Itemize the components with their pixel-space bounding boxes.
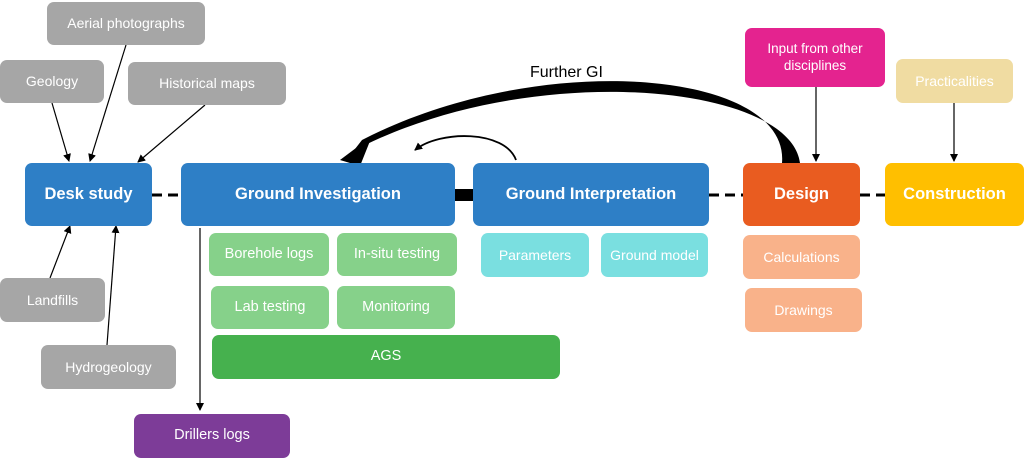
node-landfills: Landfills xyxy=(0,278,105,322)
node-drawings: Drawings xyxy=(745,288,862,332)
node-drillers-logs: Drillers logs xyxy=(134,414,290,458)
node-ground-interpretation: Ground Interpretation xyxy=(473,163,709,226)
node-aerial-photographs: Aerial photographs xyxy=(47,2,205,45)
node-design: Design xyxy=(743,163,860,226)
arrow-geology xyxy=(51,102,71,162)
node-insitu-testing: In-situ testing xyxy=(337,233,457,276)
arrow-historical xyxy=(137,104,206,163)
node-historical-maps: Historical maps xyxy=(128,62,286,105)
arrow-further-gi-head xyxy=(340,136,372,166)
flow-gi-to-interp xyxy=(455,189,474,201)
node-monitoring: Monitoring xyxy=(337,286,455,329)
node-practicalities: Practicalities xyxy=(896,59,1013,103)
node-hydrogeology: Hydrogeology xyxy=(41,345,176,389)
node-ags: AGS xyxy=(212,335,560,379)
arrow-landfills xyxy=(49,225,72,279)
arrow-aerial xyxy=(88,44,127,162)
node-construction: Construction xyxy=(885,163,1024,226)
node-ground-model: Ground model xyxy=(601,233,708,277)
node-input-other-disciplines: Input from other disciplines xyxy=(745,28,885,87)
node-calculations: Calculations xyxy=(743,235,860,279)
node-borehole-logs: Borehole logs xyxy=(209,233,329,276)
further-gi-label: Further GI xyxy=(530,64,603,81)
arrow-interp-loop xyxy=(414,135,517,161)
arrow-further-gi xyxy=(348,81,800,163)
node-parameters: Parameters xyxy=(481,233,589,277)
node-lab-testing: Lab testing xyxy=(211,286,329,329)
arrow-hydrogeology xyxy=(106,225,120,346)
node-ground-investigation: Ground Investigation xyxy=(181,163,455,226)
node-desk-study: Desk study xyxy=(25,163,152,226)
node-geology: Geology xyxy=(0,60,104,103)
